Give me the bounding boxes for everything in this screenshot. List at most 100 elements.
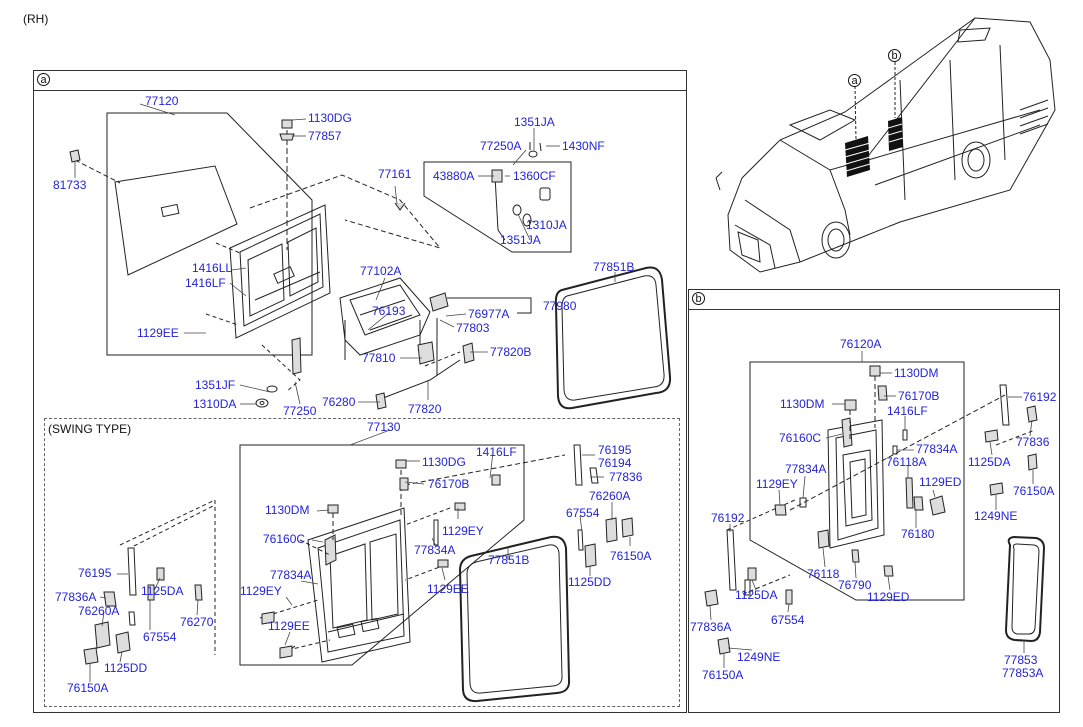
part-label[interactable]: 77853 xyxy=(1004,653,1038,667)
part-label[interactable]: 67554 xyxy=(143,630,177,644)
part-label[interactable]: 76118A xyxy=(886,455,927,469)
section-b-box xyxy=(688,289,1060,713)
part-label[interactable]: 76270 xyxy=(180,615,214,629)
part-label[interactable]: 1129ED xyxy=(867,590,910,604)
part-label[interactable]: 1130DM xyxy=(780,397,825,411)
part-label[interactable]: 76260A xyxy=(589,489,631,503)
part-label[interactable]: 77120 xyxy=(145,94,179,108)
part-label[interactable]: 77834A xyxy=(414,543,456,557)
part-label[interactable]: 77820 xyxy=(408,402,442,416)
bus-window-b xyxy=(888,117,903,151)
part-label[interactable]: 1310JA xyxy=(526,218,567,232)
part-label[interactable]: 77834A xyxy=(785,462,827,476)
part-label[interactable]: 77250A xyxy=(480,139,522,153)
part-label[interactable]: 77853A xyxy=(1002,666,1044,680)
section-b-marker: b xyxy=(692,292,705,305)
part-label[interactable]: 77834A xyxy=(916,442,958,456)
part-label[interactable]: 77250 xyxy=(283,404,317,418)
part-label[interactable]: 1125DD xyxy=(568,575,612,589)
part-label[interactable]: 1416LL xyxy=(192,261,233,275)
part-label[interactable]: 76193 xyxy=(372,304,406,318)
part-label[interactable]: 76160C xyxy=(779,431,822,445)
part-label[interactable]: 1310DA xyxy=(193,397,237,411)
part-label[interactable]: 76194 xyxy=(598,456,632,470)
part-label[interactable]: 76195 xyxy=(598,443,632,457)
part-label[interactable]: 76280 xyxy=(322,395,356,409)
part-label[interactable]: 77834A xyxy=(270,568,312,582)
part-label[interactable]: 76150A xyxy=(1013,484,1055,498)
part-label[interactable]: 43880A xyxy=(433,169,475,183)
section-a-header xyxy=(34,71,686,91)
swing-type-box xyxy=(44,418,680,707)
part-label[interactable]: 76260A xyxy=(78,604,120,618)
part-label[interactable]: 76977A xyxy=(468,307,510,321)
part-label[interactable]: 1129EE xyxy=(137,326,179,340)
part-label[interactable]: 77161 xyxy=(378,167,412,181)
part-label[interactable]: 1129EY xyxy=(756,477,798,491)
part-label[interactable]: 76180 xyxy=(901,527,935,541)
part-label[interactable]: 67554 xyxy=(771,613,805,627)
part-label[interactable]: 67554 xyxy=(566,506,600,520)
part-label[interactable]: 1129EY xyxy=(442,524,484,538)
part-label[interactable]: 1129EE xyxy=(268,619,310,633)
part-label[interactable]: 77820B xyxy=(490,345,532,359)
part-label[interactable]: 76150A xyxy=(67,681,109,695)
part-label[interactable]: 1360CF xyxy=(513,169,556,183)
part-label[interactable]: 76790 xyxy=(838,578,872,592)
bus-illustration xyxy=(715,17,1056,273)
part-label[interactable]: 1351JF xyxy=(195,378,236,392)
part-label[interactable]: 1249NE xyxy=(737,650,781,664)
part-label[interactable]: 77102A xyxy=(360,264,402,278)
part-label[interactable]: 77130 xyxy=(367,420,401,434)
part-label[interactable]: 77836A xyxy=(690,620,732,634)
part-label[interactable]: 1130DM xyxy=(894,366,939,380)
part-label[interactable]: 1249NE xyxy=(974,509,1018,523)
bus-window-a xyxy=(845,136,870,177)
part-label[interactable]: 76150A xyxy=(702,668,744,682)
part-label[interactable]: 1129EY xyxy=(240,584,282,598)
part-label[interactable]: 1351JA xyxy=(514,115,555,129)
part-label[interactable]: 77857 xyxy=(308,129,342,143)
part-label[interactable]: 77836 xyxy=(609,470,643,484)
part-label[interactable]: 77803 xyxy=(456,321,490,335)
part-label[interactable]: 81733 xyxy=(53,178,87,192)
part-label[interactable]: 76118 xyxy=(807,567,840,581)
part-label[interactable]: 1125DD xyxy=(104,661,148,675)
part-label[interactable]: 1130DG xyxy=(308,111,352,125)
part-label[interactable]: 76150A xyxy=(610,549,652,563)
part-label[interactable]: 1125DA xyxy=(141,584,184,598)
part-label[interactable]: 1125DA xyxy=(735,588,778,602)
part-label[interactable]: 1130DG xyxy=(422,455,466,469)
part-label[interactable]: 1430NF xyxy=(562,139,605,153)
part-label[interactable]: 76195 xyxy=(78,566,112,580)
section-a-marker: a xyxy=(37,73,50,86)
part-label[interactable]: 76170B xyxy=(428,477,470,491)
side-indicator: (RH) xyxy=(23,12,49,26)
part-label[interactable]: 76192 xyxy=(1023,390,1057,404)
part-label[interactable]: 1416LF xyxy=(185,276,226,290)
swing-type-caption: (SWING TYPE) xyxy=(48,422,132,436)
bus-marker-a: a xyxy=(848,74,861,87)
bus-marker-b: b xyxy=(888,49,901,62)
part-label[interactable]: 77980 xyxy=(543,299,577,313)
part-label[interactable]: 77851B xyxy=(488,553,530,567)
part-label[interactable]: 1416LF xyxy=(476,445,517,459)
part-label[interactable]: 76192 xyxy=(711,511,745,525)
part-label[interactable]: 76160C xyxy=(263,532,306,546)
part-label[interactable]: 1129ED xyxy=(919,475,962,489)
part-label[interactable]: 77851B xyxy=(593,260,635,274)
part-label[interactable]: 76120A xyxy=(840,337,882,351)
section-a-box xyxy=(33,70,687,713)
part-label[interactable]: 77836A xyxy=(55,590,97,604)
part-label[interactable]: 77810 xyxy=(362,351,396,365)
part-label[interactable]: 77836 xyxy=(1016,435,1050,449)
part-label[interactable]: 1416LF xyxy=(887,404,928,418)
section-b-header xyxy=(689,290,1059,310)
part-label[interactable]: 1351JA xyxy=(500,233,541,247)
part-label[interactable]: 1129EE xyxy=(427,582,469,596)
part-label[interactable]: 1125DA xyxy=(968,455,1011,469)
part-label[interactable]: 76170B xyxy=(898,389,940,403)
part-label[interactable]: 1130DM xyxy=(265,503,310,517)
